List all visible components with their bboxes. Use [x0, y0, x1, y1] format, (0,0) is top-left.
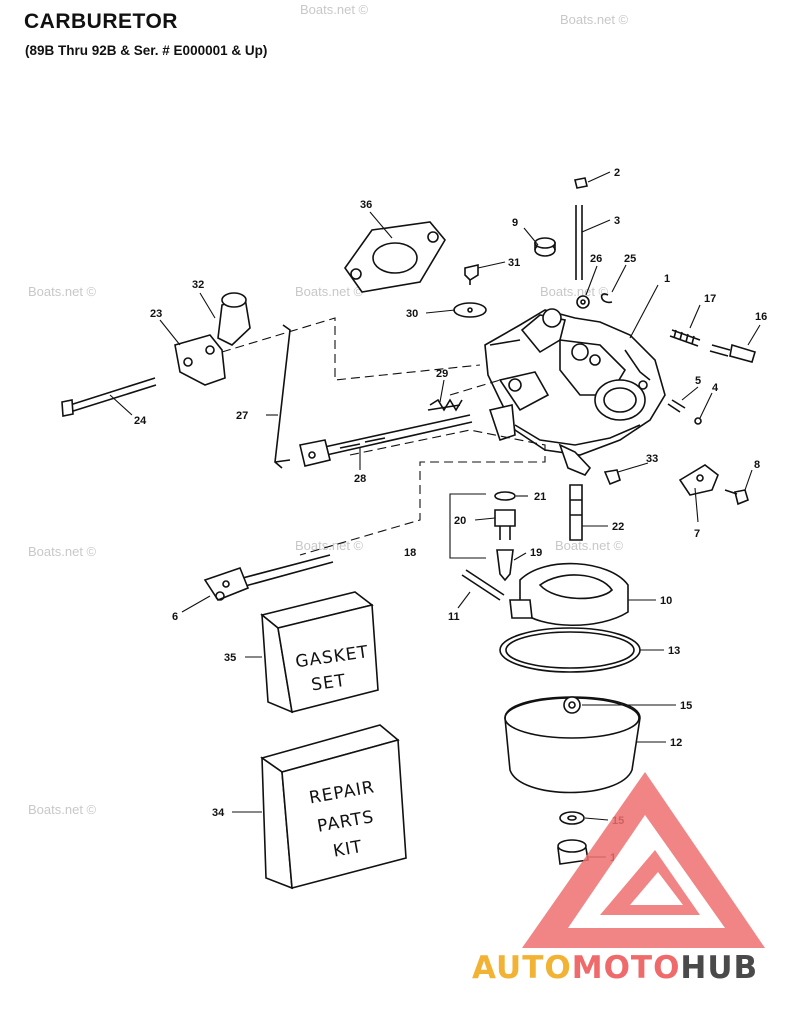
- callout-21: 21: [534, 491, 546, 503]
- watermarks: Boats.net © Boats.net © Boats.net © Boat…: [28, 2, 629, 823]
- part-fitting-32: [217, 292, 251, 346]
- box-repair-parts-kit: REPAIR PARTS KIT: [260, 724, 407, 890]
- callout-30: 30: [406, 308, 418, 320]
- part-spring-5: [667, 399, 686, 413]
- callout-34: 34: [212, 807, 225, 819]
- callout-26: 26: [590, 253, 602, 265]
- watermark-text: Boats.net ©: [28, 284, 97, 299]
- callout-27: 27: [236, 410, 248, 422]
- callout-24: 24: [134, 415, 147, 427]
- callout-13: 13: [668, 645, 680, 657]
- part-screw-16: [709, 343, 756, 363]
- part-needle-19: [496, 549, 514, 582]
- callout-28: 28: [354, 473, 366, 485]
- callout-6: 6: [172, 611, 178, 623]
- logo-text: AUTOMOTOHUB: [472, 950, 758, 986]
- callout-35: 35: [224, 652, 236, 664]
- part-screw-8: [724, 489, 749, 506]
- callout-16: 16: [755, 311, 767, 323]
- callout-12: 12: [670, 737, 682, 749]
- callout-36: 36: [360, 199, 372, 211]
- part-link-27: [274, 324, 291, 469]
- callout-numbers: 2 3 9 26 25 1 31 30 36 17 16 5 4 8 7 33 …: [134, 167, 767, 864]
- logo-text-auto: AUTO: [472, 950, 572, 986]
- part-shaft-28: [299, 414, 473, 467]
- part-washer-26: [576, 295, 590, 309]
- watermark-text: Boats.net ©: [28, 544, 97, 559]
- callout-29: 29: [436, 368, 448, 380]
- part-tube-22: [569, 484, 583, 541]
- callout-15-upper: 15: [680, 700, 692, 712]
- callout-7: 7: [694, 528, 700, 540]
- part-shaft-6: [203, 554, 334, 601]
- part-bowl-12: [504, 696, 641, 794]
- part-spring-29: [427, 398, 463, 412]
- callout-10: 10: [660, 595, 672, 607]
- callout-3: 3: [614, 215, 620, 227]
- callout-33: 33: [646, 453, 658, 465]
- part-plug-9: [534, 237, 556, 257]
- part-carburetor-body-1: [484, 308, 666, 476]
- callout-8: 8: [754, 459, 760, 471]
- watermark-text: Boats.net ©: [540, 284, 609, 299]
- logo-text-moto: MOTO: [572, 950, 681, 986]
- part-washer-21: [494, 491, 516, 501]
- part-washer-15-lower: [559, 811, 585, 825]
- callout-4: 4: [712, 382, 719, 394]
- watermark-text: Boats.net ©: [300, 2, 369, 17]
- part-spring-17: [669, 329, 701, 347]
- callout-19: 19: [530, 547, 542, 559]
- part-disc-30: [453, 302, 487, 318]
- callout-1: 1: [664, 273, 670, 285]
- callout-20: 20: [454, 515, 466, 527]
- automotohub-logo: AUTOMOTOHUB: [472, 772, 765, 986]
- box-gasket-set: GASKET SET: [260, 591, 379, 714]
- part-oring-13: [499, 627, 641, 673]
- watermark-text: Boats.net ©: [560, 12, 629, 27]
- part-screw-31: [464, 263, 479, 285]
- leader-lines: [109, 171, 761, 858]
- page-subtitle: (89B Thru 92B & Ser. # E000001 & Up): [25, 43, 268, 58]
- gasket-box-text-line2: SET: [310, 671, 347, 696]
- part-clip-25: [600, 293, 613, 304]
- watermark-text: Boats.net ©: [295, 284, 364, 299]
- watermark-text: Boats.net ©: [555, 538, 624, 553]
- callout-25: 25: [624, 253, 636, 265]
- part-float-10: [509, 562, 629, 627]
- part-cap-2: [574, 177, 588, 189]
- logo-text-hub: HUB: [680, 950, 758, 986]
- part-rod-24: [61, 377, 157, 417]
- part-gasket-36: [344, 221, 446, 293]
- callout-5: 5: [695, 375, 701, 387]
- watermark-text: Boats.net ©: [295, 538, 364, 553]
- callout-11: 11: [448, 611, 460, 623]
- part-pin-11: [461, 569, 505, 601]
- part-ball-4: [694, 417, 702, 425]
- callout-22: 22: [612, 521, 624, 533]
- part-rod-3: [575, 205, 583, 280]
- page-title: CARBURETOR: [24, 10, 178, 33]
- callout-17: 17: [704, 293, 716, 305]
- part-lever-7: [678, 464, 719, 496]
- assembly-dashed-lines: [221, 317, 546, 556]
- bracket-18: [449, 493, 486, 559]
- part-plug-14: [557, 839, 589, 865]
- callout-9: 9: [512, 217, 518, 229]
- callout-18: 18: [404, 547, 416, 559]
- part-screw-33: [603, 469, 621, 486]
- watermark-text: Boats.net ©: [28, 802, 97, 817]
- part-bracket-23: [174, 334, 226, 386]
- callout-31: 31: [508, 257, 520, 269]
- part-jet-20: [494, 509, 516, 540]
- callout-2: 2: [614, 167, 620, 179]
- callout-32: 32: [192, 279, 204, 291]
- callout-23: 23: [150, 308, 162, 320]
